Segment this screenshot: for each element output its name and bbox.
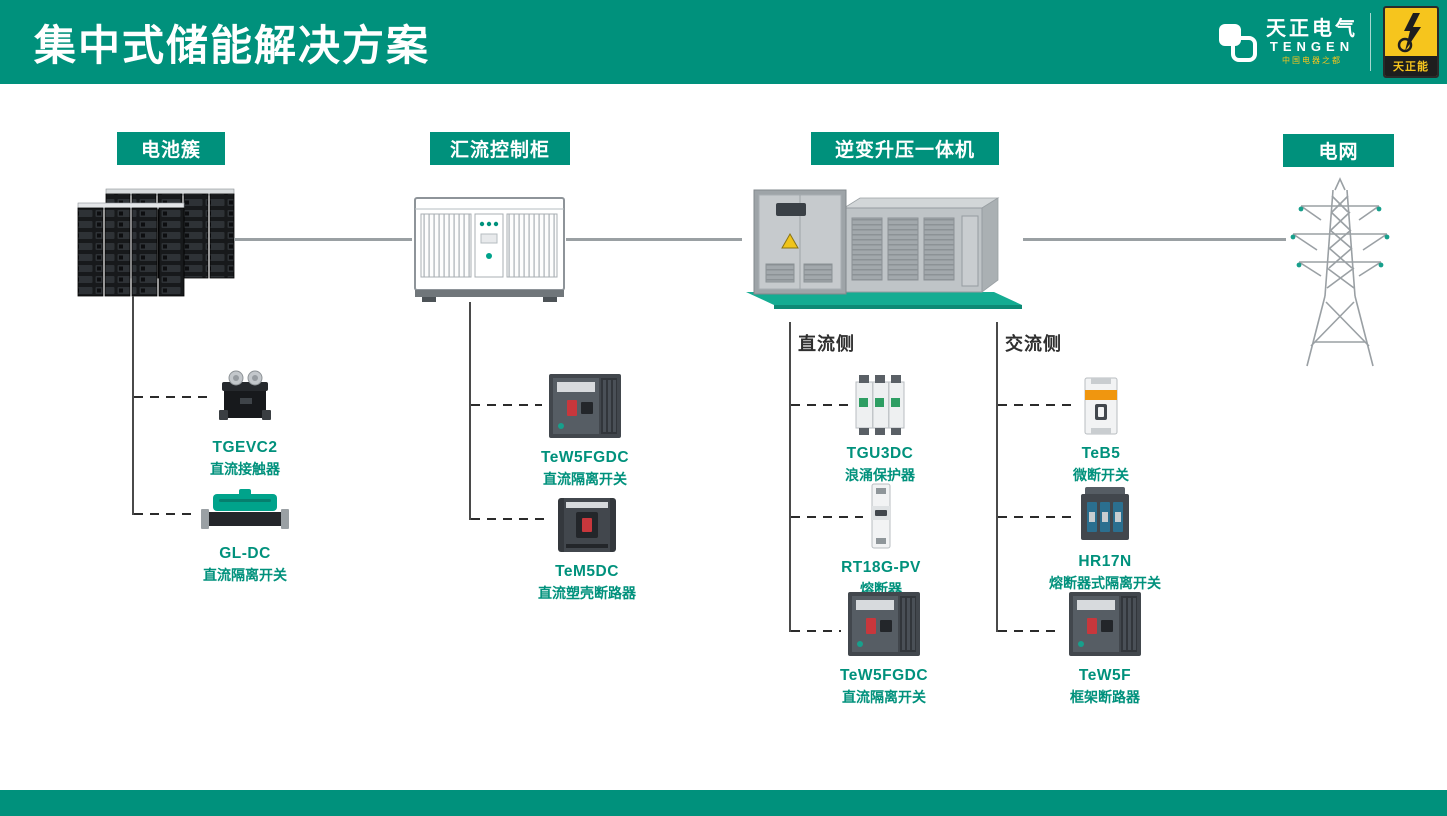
product-tew5f: TeW5F 框架断路器	[1030, 586, 1180, 707]
tgevc2-image	[170, 358, 320, 432]
dash-combiner-tem5dc	[471, 518, 551, 520]
tengen-logo: 天正电气 TENGEN 中国电器之都	[1216, 18, 1358, 65]
dash-ac-hr17n	[998, 516, 1074, 518]
node-label-combiner: 汇流控制柜	[430, 132, 570, 165]
logo-text: 天正电气 TENGEN 中国电器之都	[1266, 18, 1358, 65]
product-desc: 直流塑壳断路器	[538, 585, 636, 601]
logo-cn: 天正电气	[1266, 18, 1358, 41]
brand-badge: 天正能	[1383, 6, 1439, 78]
dash-dc-tew5fgdc	[791, 630, 841, 632]
product-desc: 直流接触器	[210, 461, 280, 477]
product-model: RT18G-PV	[841, 559, 921, 576]
tew5f-image	[1030, 586, 1180, 660]
product-model: TGU3DC	[846, 445, 914, 462]
lightning-fist-icon	[1397, 13, 1421, 53]
node-label-battery: 电池簇	[117, 132, 225, 165]
product-tgu3dc: TGU3DC 浪涌保护器	[805, 366, 955, 485]
product-gl-dc: GL-DC 直流隔离开关	[170, 476, 320, 585]
tem5dc-image	[512, 490, 662, 556]
header-divider	[1370, 13, 1371, 71]
product-model: TeM5DC	[555, 563, 619, 580]
page-title: 集中式储能解决方案	[34, 21, 431, 69]
product-teb5: TeB5 微断开关	[1026, 366, 1176, 485]
product-model: TGEVC2	[212, 439, 278, 456]
logo-en: TENGEN	[1269, 39, 1355, 55]
product-model: TeB5	[1081, 445, 1121, 462]
product-rt18g-pv: RT18G-PV 熔断器	[806, 474, 956, 599]
header-right: 天正电气 TENGEN 中国电器之都 天正能	[1216, 0, 1439, 84]
gl-dc-image	[170, 476, 320, 538]
node-label-inverter: 逆变升压一体机	[811, 132, 999, 165]
inverter-station-image	[742, 178, 1024, 318]
product-model: TeW5F	[1078, 667, 1132, 684]
dash-dc-tgu3dc	[791, 404, 850, 406]
dash-combiner-tew5fgdc	[471, 404, 542, 406]
product-desc: 直流隔离开关	[842, 689, 926, 705]
dc-side-label: 直流侧	[798, 334, 855, 354]
dash-ac-tew5f	[998, 630, 1062, 632]
connector-combiner-inverter	[566, 238, 742, 241]
product-tew5fgdc-combiner: TeW5FGDC 直流隔离开关	[510, 366, 660, 489]
product-hr17n: HR17N 熔断器式隔离开关	[1030, 476, 1180, 593]
tgu3dc-image	[805, 366, 955, 438]
header-bar: 集中式储能解决方案 天正电气 TENGEN 中国电器之都 天正	[0, 0, 1447, 84]
vline-dc-side	[789, 322, 791, 632]
product-model: GL-DC	[219, 545, 271, 562]
logo-tagline: 中国电器之都	[1282, 55, 1342, 65]
product-desc: 微断开关	[1073, 467, 1129, 483]
connector-battery-combiner	[234, 238, 412, 241]
product-desc: 熔断器式隔离开关	[1049, 575, 1161, 591]
ac-side-label: 交流侧	[1005, 334, 1062, 354]
combiner-cabinet-image	[412, 190, 567, 305]
vline-ac-side	[996, 322, 998, 632]
tengen-logo-icon	[1219, 24, 1257, 62]
product-tem5dc: TeM5DC 直流塑壳断路器	[512, 490, 662, 603]
product-model: HR17N	[1078, 553, 1132, 570]
product-model: TeW5FGDC	[839, 667, 929, 684]
product-tew5fgdc-dc: TeW5FGDC 直流隔离开关	[809, 586, 959, 707]
footer-bar	[0, 790, 1447, 816]
rt18g-pv-image	[806, 474, 956, 552]
teb5-image	[1026, 366, 1176, 438]
grid-tower-image	[1285, 176, 1395, 371]
dash-dc-rt18gpv	[791, 516, 863, 518]
dash-battery-tgevc2	[134, 396, 208, 398]
product-model: TeW5FGDC	[540, 449, 630, 466]
dash-ac-teb5	[998, 404, 1074, 406]
product-desc: 框架断路器	[1070, 689, 1140, 705]
tew5fgdc-image	[510, 366, 660, 442]
vline-combiner-branch	[469, 302, 471, 520]
product-desc: 浪涌保护器	[845, 467, 915, 483]
vline-battery-branch	[132, 296, 134, 515]
node-label-grid: 电网	[1283, 134, 1394, 167]
tew5fgdc-dc-image	[809, 586, 959, 660]
product-desc: 直流隔离开关	[543, 471, 627, 487]
product-desc: 直流隔离开关	[203, 567, 287, 583]
connector-inverter-grid	[1023, 238, 1286, 241]
dash-battery-gldc	[134, 513, 196, 515]
battery-cluster-image	[72, 186, 237, 298]
badge-text: 天正能	[1385, 56, 1437, 76]
hr17n-image	[1030, 476, 1180, 546]
product-tgevc2: TGEVC2 直流接触器	[170, 358, 320, 479]
